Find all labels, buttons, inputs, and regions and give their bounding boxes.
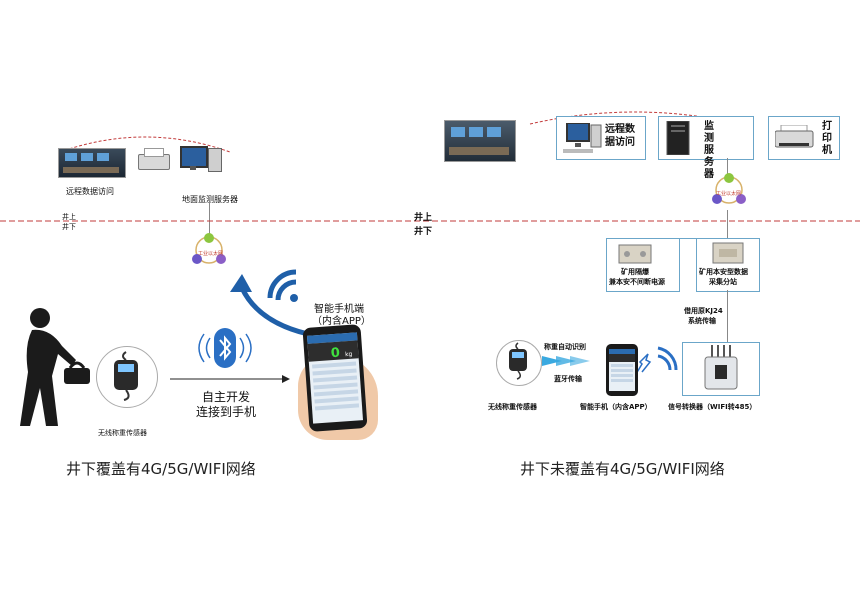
right-converter-label: 信号转换器（WIFI转485）	[668, 403, 757, 411]
right-computer-icon	[563, 123, 602, 153]
right-printer-icon	[775, 125, 814, 148]
left-above-ground-label: 井上	[62, 213, 76, 221]
control-room-photo	[58, 148, 126, 178]
right-substation-label-line1: 矿用本安型数据	[699, 268, 748, 276]
left-sensor-label: 无线称重传感器	[98, 429, 147, 437]
right-printer-box: 打印机	[768, 116, 840, 160]
right-network-badge	[712, 173, 746, 204]
left-network-badge	[192, 233, 226, 264]
left-phone-reading: 0	[330, 345, 341, 362]
left-ground-server-label: 地面监测服务器	[182, 195, 238, 204]
ground-divider-line	[0, 220, 860, 222]
right-substation-box: 矿用本安型数据 采集分站	[696, 238, 760, 292]
right-connector-kj24	[727, 290, 728, 342]
right-printer-label: 打印机	[822, 121, 832, 156]
right-bt-transfer-label: 蓝牙传输	[554, 375, 582, 383]
right-power-supply-icon	[618, 244, 652, 264]
left-dashed-arc	[59, 136, 231, 153]
right-hanging-scale-icon	[509, 342, 527, 380]
right-remote-access-box: 远程数据访问	[556, 116, 646, 160]
right-control-room-photo	[444, 120, 516, 162]
right-connector-mid	[727, 210, 728, 238]
right-network-badge-label: 工业以太网	[716, 191, 742, 197]
worker-silhouette-icon	[20, 308, 90, 426]
right-bracket-line	[634, 238, 728, 239]
left-below-ground-label: 井下	[62, 223, 76, 231]
right-auto-identify-label: 称重自动识别	[544, 343, 586, 351]
left-bt-label-line1: 自主开发	[202, 390, 251, 404]
right-below-ground-label: 井下	[414, 227, 433, 237]
right-phone-label: 智能手机（内含APP）	[580, 403, 652, 411]
right-smartphone	[606, 344, 638, 396]
left-remote-access-label: 远程数据访问	[66, 187, 114, 196]
right-kj24-line2: 系统传输	[688, 317, 716, 325]
right-remote-access-label: 远程数据访问	[605, 124, 635, 148]
right-server-icon	[666, 121, 690, 155]
left-smartphone: 0 kg	[302, 324, 368, 432]
right-power-label-line2: 兼本安不间断电源	[609, 278, 665, 286]
right-power-supply-box: 矿用隔爆 兼本安不间断电源	[606, 238, 680, 292]
left-upload-arrow	[230, 274, 309, 337]
right-converter-icon	[704, 345, 738, 390]
right-kj24-line1: 借用原KJ24	[684, 307, 723, 315]
left-phone-unit: kg	[344, 350, 353, 359]
left-network-badge-label: 工业以太网	[198, 251, 224, 257]
right-converter-box	[682, 342, 760, 396]
right-caption: 井下未覆盖有4G/5G/WIFI网络	[520, 460, 725, 478]
right-sensor-label: 无线称重传感器	[488, 403, 537, 411]
right-substation-label-line2: 采集分站	[709, 278, 737, 286]
right-server-box: 监测服务器	[658, 116, 754, 180]
right-wifi-signal-arrow	[635, 353, 652, 375]
right-wifi-icon	[657, 346, 678, 371]
left-wifi-icon	[267, 269, 298, 302]
left-printer-icon	[136, 148, 170, 172]
left-caption: 井下覆盖有4G/5G/WIFI网络	[66, 460, 256, 478]
right-power-label-line1: 矿用隔爆	[621, 268, 649, 276]
left-phone-label-line1: 智能手机端	[314, 304, 364, 315]
left-hanging-scale-icon	[114, 351, 138, 401]
left-bluetooth-icon	[198, 328, 252, 368]
right-server-label: 监测服务器	[704, 121, 714, 180]
left-bt-arrow	[170, 375, 290, 383]
right-connector-top	[727, 158, 728, 174]
right-substation-icon	[712, 242, 744, 264]
left-phone-label-line2: （内含APP）	[312, 316, 371, 327]
left-computer-icon	[180, 146, 224, 176]
left-bt-label-line2: 连接到手机	[196, 405, 257, 419]
right-above-ground-label: 井上	[414, 213, 433, 223]
left-connector-line	[209, 202, 210, 234]
right-bt-arrow	[542, 356, 590, 366]
